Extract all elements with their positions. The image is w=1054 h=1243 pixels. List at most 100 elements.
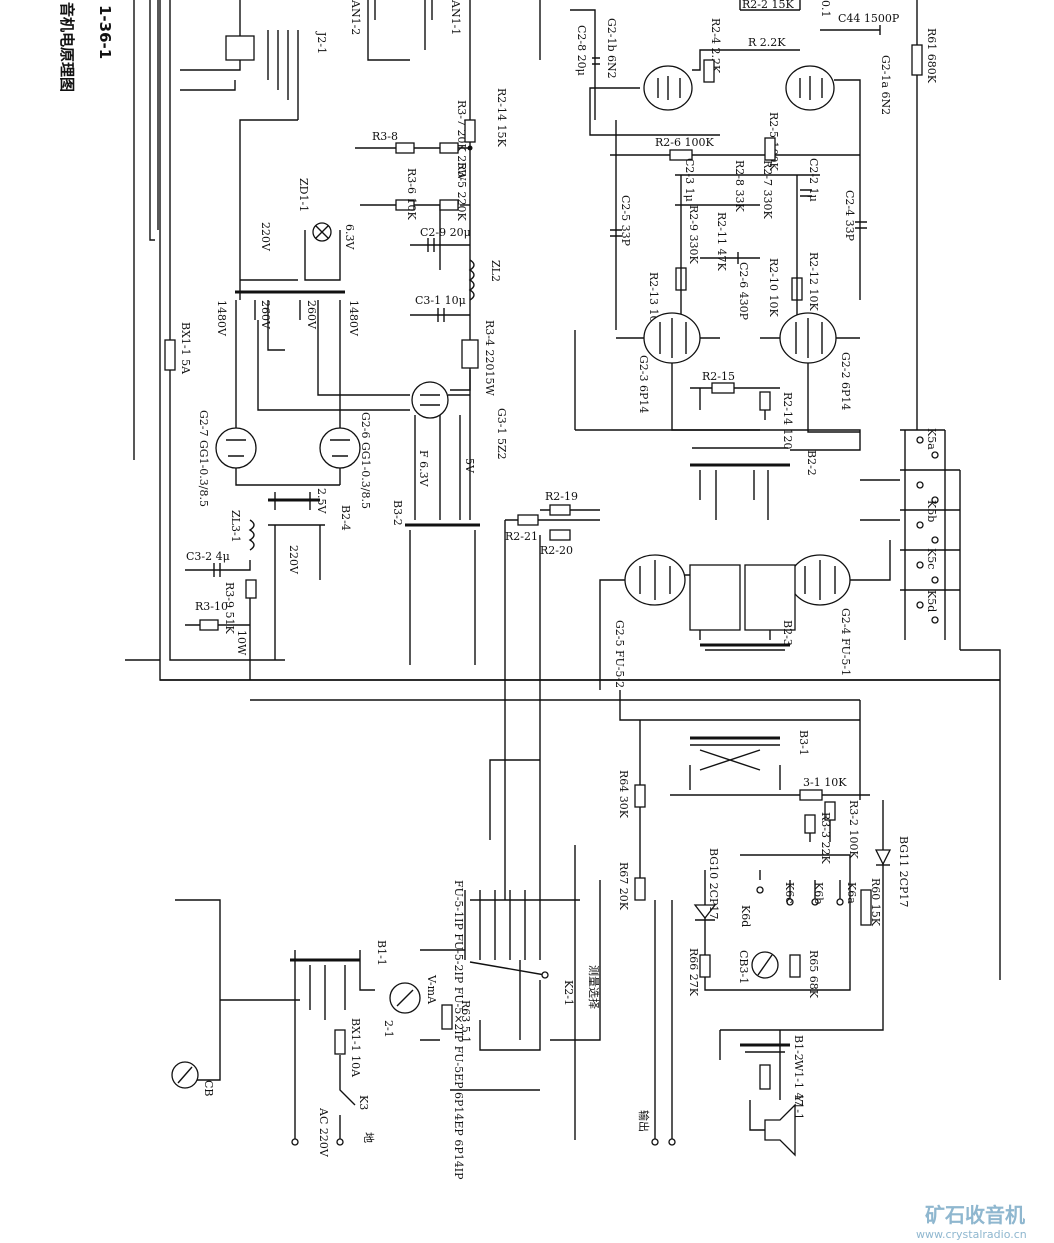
- r27-label: R2-7 330K: [761, 160, 774, 219]
- w11-label: W1-1 47: [792, 1060, 805, 1107]
- ground-label: 地: [362, 1132, 375, 1143]
- v63b-label: F 6.3V: [417, 450, 430, 488]
- r219-label: R2-19: [545, 490, 578, 503]
- speaker-output: B1-2 W1-1 47 Y1-1 输出: [637, 900, 805, 1157]
- figure-caption: 音机电原理图: [58, 2, 76, 92]
- mains-input: B1-1 BX1-1 10A K3 AC 220V 地 CB: [171, 899, 388, 1158]
- c32-label: C3-2 4μ: [186, 550, 230, 563]
- r66-label: R66 27K: [687, 948, 700, 997]
- r215b-label: R2-15: [702, 370, 735, 383]
- b24-label: B2-4: [339, 505, 352, 531]
- fuse-bx1: BX1-1 5A: [164, 322, 192, 375]
- r63-label: R63 5.1: [459, 1000, 472, 1043]
- v63-label: 6.3V: [343, 224, 356, 250]
- r35-label: R3-5 220K: [455, 162, 468, 221]
- r29-label: R2-9 330K: [687, 205, 700, 264]
- preamp-tube-g21a: G2-1a 6N2: [785, 55, 892, 300]
- g2a-label: G2-1a 6N2: [879, 55, 892, 115]
- power-transformer-b2: 220V 1480V 260V 260V 1480V: [215, 222, 410, 430]
- r26-label: R2-6 100K: [655, 136, 714, 149]
- switch-k5: K5a K5b K5c K5d: [860, 428, 1001, 980]
- b23-label: B2-3: [781, 620, 794, 646]
- v1480b-label: 1480V: [347, 300, 360, 337]
- r67-label: R67 20K: [617, 862, 630, 911]
- an11-label: AN1-1: [449, 0, 462, 35]
- r220-label: R2-20: [540, 544, 573, 557]
- switch-k6-meter: K6a K6b K6c K6d BG10 2CP17 R66 27K CB3-1…: [687, 848, 858, 999]
- hv-rectifier-g27: G2-7 GG1-0.3/8.5: [197, 410, 340, 507]
- v260a-label: 260V: [259, 300, 272, 330]
- vma-label: V-mA: [425, 974, 438, 1005]
- preamp-tube-g21b: G2-1b 6N2: [589, 18, 800, 136]
- r221-label: R2-21: [505, 530, 538, 543]
- output-transformer-b23: B2-3: [689, 564, 796, 651]
- k5b-label: K5b: [925, 500, 938, 522]
- r64-label: R64 30K: [617, 770, 630, 819]
- b22-label: B2-2: [805, 450, 818, 476]
- b31-label: B3-1: [797, 730, 810, 756]
- figure-number: 1-36-1: [96, 5, 114, 59]
- hv-filter-section: 2.5V B2-4 220V ZL3-1 C3-2 4μ R3-9 51K R3…: [185, 488, 352, 680]
- g25-label: G2-5 FU-5-2: [613, 620, 626, 688]
- v220-label: 220V: [259, 222, 272, 252]
- interstage-transformer-b22: B2-2: [574, 330, 861, 520]
- c29-label: C2-9 20μ: [420, 226, 471, 239]
- g27-label: G2-7 GG1-0.3/8.5: [197, 410, 210, 507]
- watermark-logo: 矿石收音机: [925, 1203, 1025, 1227]
- k3-label: K3: [357, 1095, 370, 1110]
- k6b-label: K6b: [812, 882, 825, 904]
- pilot-lamp-zd1: ZD1-1 6.3V: [297, 178, 356, 250]
- j2-label: J2-1: [315, 31, 328, 54]
- c23-label: C2-3 1μ: [683, 158, 696, 202]
- grid-resistors: R2-19 R2-21 R2-20: [504, 490, 600, 900]
- c31-label: C3-1 10μ: [415, 294, 466, 307]
- horizontal-buses: [160, 679, 1000, 1140]
- r60-label: R60 15K: [869, 878, 882, 927]
- zl2-label: ZL2: [489, 260, 502, 282]
- driver-cathode: R2-15 R2-14 120: [690, 370, 794, 450]
- g22-label: G2-2 6P14: [839, 352, 852, 410]
- k5a-label: K5a: [925, 428, 938, 450]
- zd1-label: ZD1-1: [297, 178, 310, 212]
- cb31-label: CB3-1: [737, 950, 750, 984]
- hv-rectifier-g26: G2-6 GG1-0.3/8.5: [319, 412, 372, 509]
- bias-resistor-network: R3-7 20K 25W R2-14 15K R3-8 R3-5 220K R3…: [355, 0, 541, 520]
- c24-label: C2-4 33P: [843, 190, 856, 242]
- bx1-label: BX1-1 5A: [179, 322, 192, 375]
- v1480a-label: 1480V: [215, 300, 228, 337]
- k6c-label: K6c: [783, 882, 796, 903]
- v220b-label: 220V: [287, 545, 300, 575]
- v5-label: 5V: [463, 458, 476, 474]
- r34-label: R3-4 22015W: [483, 320, 496, 396]
- r2-label: R 2.2K: [748, 36, 786, 49]
- left-bus-wires: [125, 0, 1000, 681]
- g31-label: G3-1 5Z2: [495, 408, 508, 460]
- k5c-label: K5c: [925, 548, 938, 569]
- bx11-label: BX1-1 10A: [349, 1018, 362, 1078]
- v25-label: 2.5V: [315, 488, 328, 514]
- r38-label: R3-8: [372, 130, 398, 143]
- an12-label: AN1-2: [349, 0, 362, 35]
- r61-label: R61 680K: [925, 28, 938, 84]
- cb-label: CB: [202, 1080, 215, 1097]
- r210-label: R2-10 10K: [767, 258, 780, 317]
- output-tube-g25: G2-5 FU-5-2: [599, 554, 701, 690]
- v21-label: 2-1: [382, 1020, 395, 1038]
- rectifier-5z2: G3-1 5Z2 F 6.3V 5V B3-2: [391, 381, 508, 665]
- r212-label: R2-12 10K: [807, 252, 820, 311]
- r65-label: R65 68K: [807, 950, 820, 999]
- r2120-label: R2-14 120: [781, 392, 794, 450]
- r215-label: R2-2 15K: [742, 0, 794, 11]
- r39-label: R3-9 51K: [223, 582, 236, 634]
- r28-label: R2-8 33K: [733, 160, 746, 212]
- y1-label: Y1-1: [792, 1094, 805, 1120]
- bg10-label: BG10 2CP17: [707, 848, 720, 919]
- k6d-label: K6d: [739, 905, 752, 927]
- ac-label: AC 220V: [317, 1107, 330, 1158]
- pushbutton-an1: AN1-2 AN1-1: [349, 0, 462, 61]
- meter-selector-k2: FU-5-1IP FU-5-2IP FU-5×2IP FU-5EP 6P14EP…: [382, 880, 601, 1180]
- b12-label: B1-2: [792, 1035, 805, 1061]
- r33-label: R3-3 22K: [819, 812, 832, 864]
- g23-label: G2-3 6P14: [637, 355, 650, 413]
